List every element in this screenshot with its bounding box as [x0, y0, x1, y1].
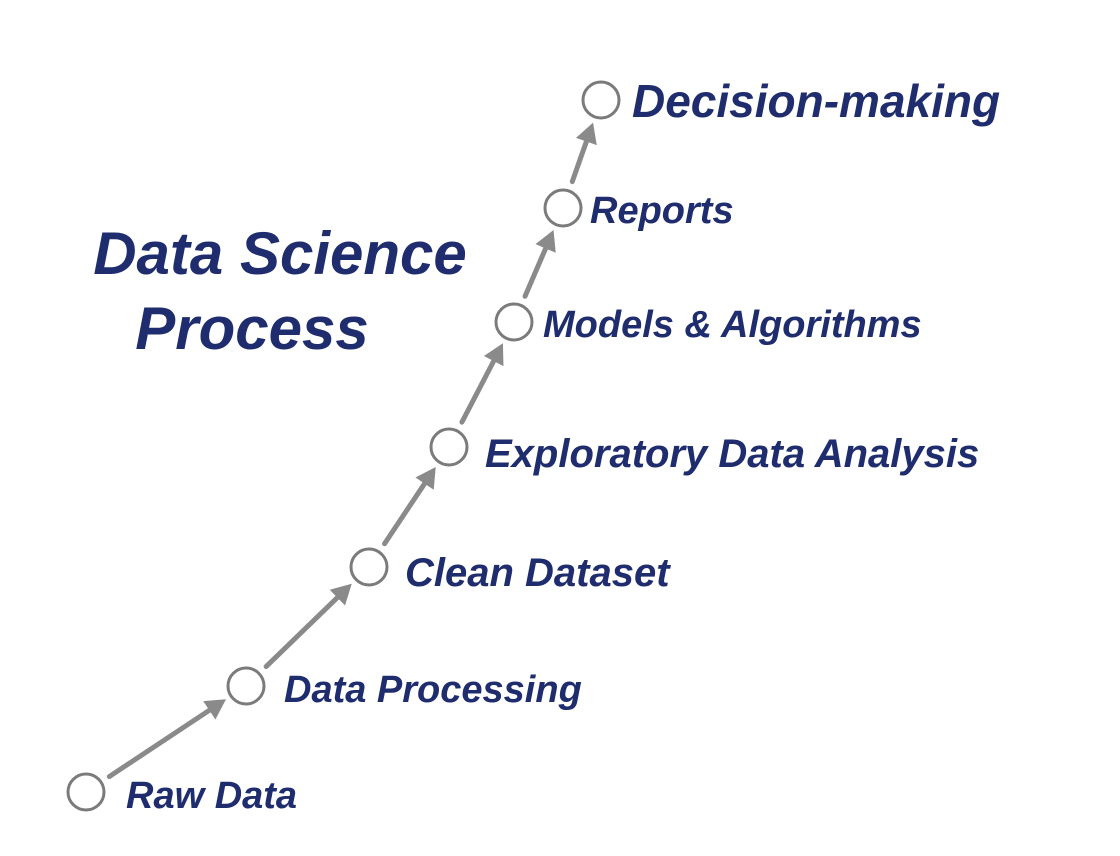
connector-line — [522, 244, 549, 299]
step-node-circle — [349, 547, 389, 587]
process-step-data-processing: Data Processing — [226, 666, 582, 711]
connector-line — [106, 706, 214, 780]
arrowhead-icon — [203, 699, 226, 720]
process-step-decision-making: Decision-making — [581, 75, 1000, 127]
step-label: Clean Dataset — [405, 551, 671, 595]
step-node-circle — [429, 427, 469, 467]
step-node-circle — [66, 772, 106, 812]
connector-arrows — [106, 122, 597, 780]
step-label: Reports — [590, 190, 734, 232]
process-step-clean-dataset: Clean Dataset — [349, 547, 671, 595]
arrowhead-icon — [415, 466, 436, 490]
connector-line — [459, 356, 498, 425]
process-step-models-algorithms: Models & Algorithms — [494, 302, 922, 346]
step-label: Decision-making — [632, 75, 1000, 127]
step-node-circle — [226, 666, 266, 706]
step-label: Raw Data — [126, 775, 297, 817]
diagram-title-line-1: Data Science — [93, 220, 467, 287]
process-step-exploratory-data-analysis: Exploratory Data Analysis — [429, 427, 979, 476]
arrowhead-icon — [535, 230, 556, 253]
process-step-raw-data: Raw Data — [66, 772, 297, 817]
step-node-circle — [543, 188, 583, 228]
step-label: Data Processing — [284, 669, 582, 711]
connector-line — [382, 479, 429, 547]
step-node-circle — [581, 80, 621, 120]
arrowhead-icon — [576, 122, 597, 146]
arrowhead-icon — [483, 343, 504, 367]
diagram-title-line-2: Process — [135, 295, 369, 362]
connector-line — [263, 593, 342, 670]
process-step-reports: Reports — [543, 188, 734, 232]
step-node-circle — [494, 302, 534, 342]
arrowhead-icon — [329, 583, 352, 606]
step-label: Models & Algorithms — [543, 304, 922, 346]
step-label: Exploratory Data Analysis — [485, 432, 979, 476]
connector-line — [569, 137, 590, 185]
process-steps: Raw Data Data Processing Clean Dataset Expl… — [66, 75, 1000, 817]
